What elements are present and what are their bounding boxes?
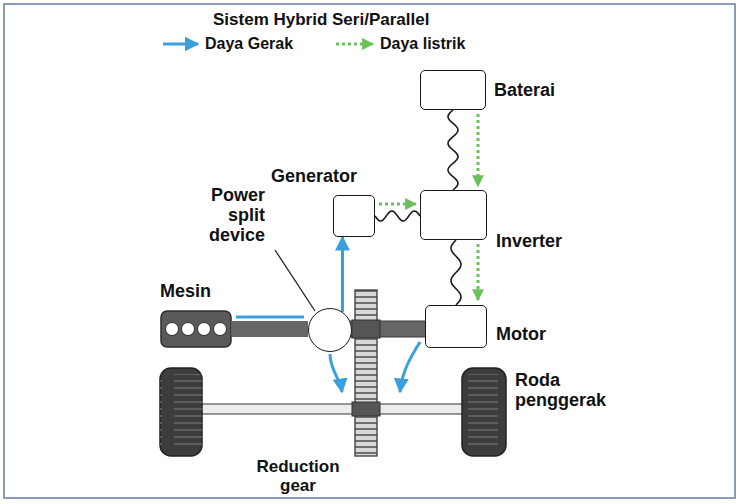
label-holder: Roda penggerak	[515, 370, 625, 410]
legend-item: Daya Gerak	[205, 34, 293, 54]
electric-flow-arrow	[477, 244, 480, 300]
gear-label: Reduction gear	[250, 457, 346, 495]
gear-hub	[352, 320, 380, 338]
wheel-label: Roda penggerak	[515, 370, 625, 410]
drive-flow-arrow	[330, 354, 342, 392]
axle	[198, 404, 466, 414]
drive-flow-arrow	[400, 342, 420, 392]
engine-symbol	[160, 310, 232, 348]
part-label: Generator	[271, 166, 357, 186]
part-label: Baterai	[494, 80, 555, 100]
generator-box: Generator	[333, 195, 375, 237]
part-label: Inverter	[496, 231, 562, 251]
legend-item: Daya listrik	[380, 34, 465, 54]
gear-hub	[352, 402, 380, 416]
diagram-title: Sistem Hybrid Seri/Parallel	[213, 10, 429, 30]
label-holder: Motor	[496, 324, 546, 344]
label-holder: Inverter	[496, 231, 562, 251]
part-label: Power split device	[201, 185, 265, 245]
inverter-box: Inverter	[420, 190, 487, 240]
label-holder: Mesin	[160, 281, 211, 301]
leader-line	[275, 250, 315, 311]
engine-shaft	[232, 321, 308, 337]
drive-flow-arrow	[341, 237, 344, 312]
title-holder: Sistem Hybrid Seri/Parallel	[213, 10, 429, 30]
label-holder: Reduction gear	[250, 457, 346, 495]
legend-sample-electric	[336, 43, 373, 46]
label-holder: Power split device	[201, 185, 265, 245]
drive-wheel	[160, 368, 202, 456]
outer-frame	[4, 4, 735, 498]
label-holder: Generator	[271, 166, 357, 186]
electric-wire	[451, 240, 461, 305]
electric-wire	[448, 110, 458, 190]
engine-block: Mesin	[160, 310, 232, 348]
electric-flow-arrow	[379, 203, 416, 206]
drive-wheel	[462, 368, 506, 456]
legend-text: Daya Gerak	[205, 34, 293, 54]
motor-box: Motor	[425, 305, 487, 348]
legend-text: Daya listrik	[380, 34, 465, 54]
motor-shaft	[348, 321, 428, 337]
reduction-gear	[355, 290, 377, 456]
label-holder: Baterai	[494, 80, 555, 100]
legend-sample-drive	[163, 43, 198, 46]
electric-wire	[375, 211, 420, 221]
drive-flow-line	[236, 316, 304, 319]
battery-box: Baterai	[420, 70, 486, 110]
part-label: Motor	[496, 324, 546, 344]
power-split-device: Power split device	[308, 308, 352, 352]
part-label: Mesin	[160, 281, 211, 301]
electric-flow-arrow	[477, 114, 480, 186]
